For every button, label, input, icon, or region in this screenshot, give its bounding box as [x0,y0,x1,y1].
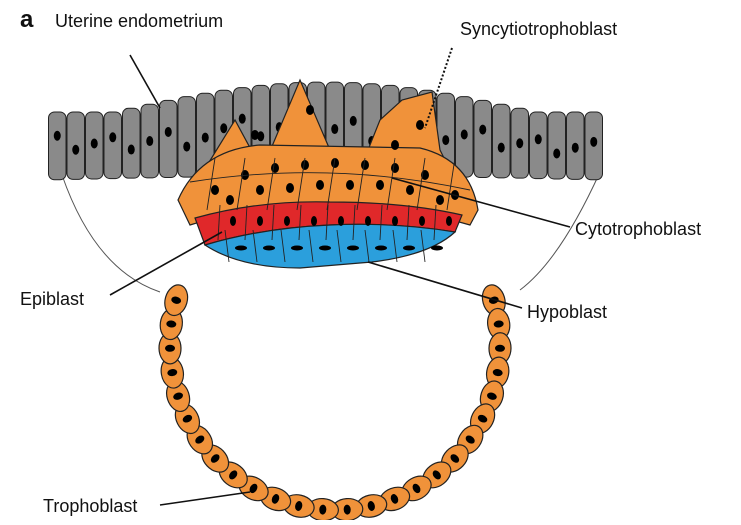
hypoblast-nucleus [347,246,359,251]
hypoblast-nucleus [431,246,443,251]
cytotrophoblast-nucleus [436,195,444,205]
label-epiblast: Epiblast [20,289,84,309]
endometrial-nucleus [498,143,505,153]
endometrial-nucleus [442,135,449,145]
cytotrophoblast-nucleus [391,140,399,150]
hypoblast-nucleus [375,246,387,251]
epiblast-nucleus [446,216,452,226]
endometrial-nucleus [331,124,338,134]
cytotrophoblast-nucleus [226,195,234,205]
cytotrophoblast-nucleus [256,185,264,195]
endometrial-nucleus [479,125,486,135]
leader-uterine-endometrium [130,55,160,108]
hypoblast-nucleus [291,246,303,251]
cytotrophoblast-nucleus [316,180,324,190]
endometrial-nucleus [72,145,79,155]
endometrial-nucleus [350,116,357,126]
endometrial-cell [178,97,196,178]
label-syncytiotrophoblast: Syncytiotrophoblast [460,19,617,39]
endometrial-nucleus [54,131,61,141]
endometrial-nucleus [220,123,227,133]
endometrial-nucleus [128,145,135,155]
endometrial-nucleus [461,129,468,139]
cytotrophoblast-nucleus [391,163,399,173]
cytotrophoblast-nucleus [286,183,294,193]
epiblast-nucleus [230,216,236,226]
epiblast-nucleus [311,216,317,226]
endometrial-nucleus [183,142,190,152]
endometrial-nucleus [572,143,579,153]
leader-hypoblast [368,262,522,308]
epiblast-nucleus [392,216,398,226]
cytotrophoblast-nucleus [211,185,219,195]
endometrial-nucleus [165,127,172,137]
cytotrophoblast-nucleus [306,105,314,115]
leader-trophoblast [160,492,250,505]
endometrial-nucleus [535,134,542,144]
cytotrophoblast-nucleus [361,160,369,170]
epiblast-nucleus [419,216,425,226]
cytotrophoblast-nucleus [416,120,424,130]
endometrial-cell [474,100,492,177]
endometrial-cell [548,112,566,179]
cytotrophoblast-nucleus [376,180,384,190]
hypoblast-nucleus [235,246,247,251]
endometrial-cell [493,104,511,178]
hypoblast-nucleus [319,246,331,251]
endometrial-nucleus [590,137,597,147]
epiblast-nucleus [338,216,344,226]
cytotrophoblast-nucleus [301,160,309,170]
endometrial-nucleus [516,138,523,148]
panel-letter: a [20,6,34,33]
label-uterine-endometrium: Uterine endometrium [55,11,223,31]
endometrial-cell [104,112,122,179]
label-cytotrophoblast: Cytotrophoblast [575,219,701,239]
endometrial-nucleus [553,149,560,159]
endometrial-nucleus [146,136,153,146]
label-trophoblast: Trophoblast [43,496,137,516]
leader-epiblast [110,232,222,295]
endometrial-cell [530,112,548,179]
cytotrophoblast-nucleus [271,163,279,173]
endometrial-nucleus [239,114,246,124]
hypoblast-nucleus [263,246,275,251]
endometrial-cell [160,100,178,177]
epiblast-nucleus [257,216,263,226]
cytotrophoblast-nucleus [346,180,354,190]
endometrial-nucleus [109,132,116,142]
epiblast-nucleus [365,216,371,226]
epiblast-nucleus [284,216,290,226]
endometrial-cell [49,112,67,180]
cytotrophoblast-nucleus [406,185,414,195]
endometrial-nucleus [91,138,98,148]
cytotrophoblast-nucleus [251,130,259,140]
endometrial-cell [123,108,141,178]
trophoblast-ring [158,282,511,520]
label-hypoblast: Hypoblast [527,302,607,322]
endometrial-nucleus [202,133,209,143]
hypoblast-nucleus [403,246,415,251]
